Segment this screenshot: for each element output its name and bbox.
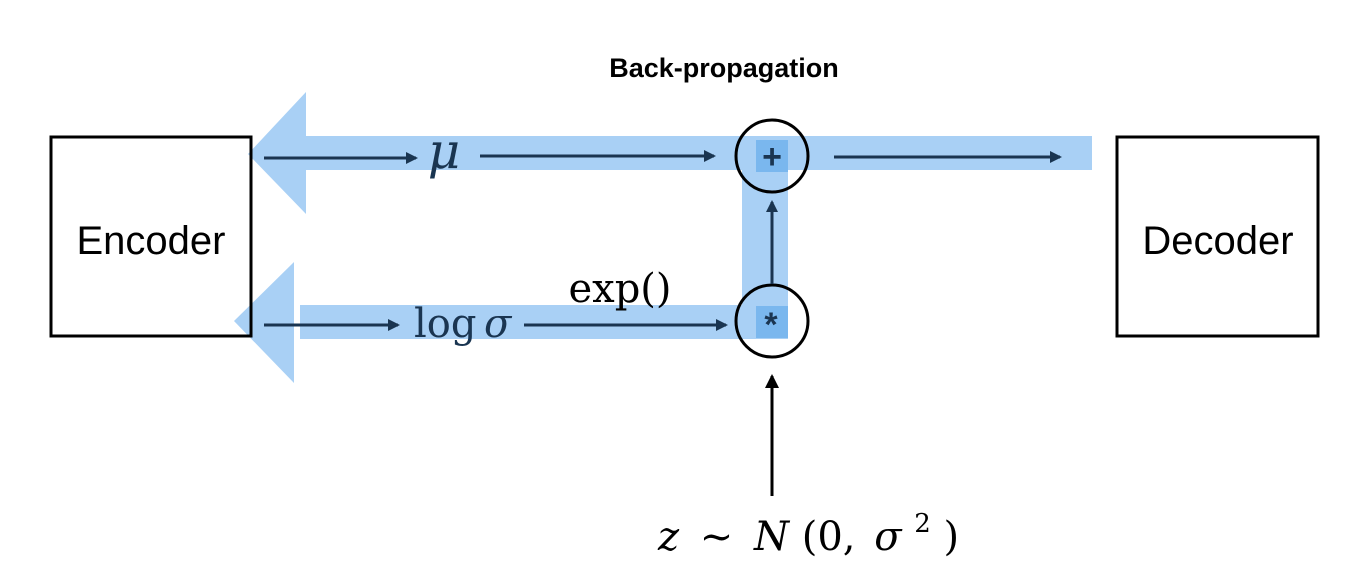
decoder-label: Decoder [1142, 219, 1293, 263]
backprop-band-top [248, 92, 1092, 214]
encoder-label: Encoder [77, 219, 226, 263]
multiply-operator: * [734, 283, 810, 359]
decoder-box: Decoder [1115, 135, 1320, 338]
noise-open: (0, [802, 514, 856, 560]
plus-op-highlight [756, 140, 788, 172]
noise-label: z ~ N (0, σ 2 ) [657, 496, 959, 560]
log-label: log [414, 301, 476, 347]
noise-exponent: 2 [914, 509, 931, 539]
exp-label: exp() [568, 266, 671, 312]
noise-tilde: ~ [700, 514, 734, 560]
diagram-title: Back-propagation [609, 53, 839, 83]
mult-op-highlight [756, 306, 788, 338]
mult-symbol: * [764, 306, 778, 344]
noise-n: N [753, 514, 791, 560]
backprop-band-bottom [234, 262, 788, 383]
mu-label: μ [428, 122, 461, 180]
sigma-label: σ [484, 301, 513, 347]
noise-sigma: σ [874, 514, 903, 560]
noise-close: ) [944, 514, 960, 560]
noise-z: z [657, 514, 680, 560]
log-sigma-label: log σ [414, 301, 513, 347]
plus-operator: + [734, 118, 810, 194]
encoder-box: Encoder [49, 135, 253, 338]
plus-symbol: + [762, 138, 782, 176]
